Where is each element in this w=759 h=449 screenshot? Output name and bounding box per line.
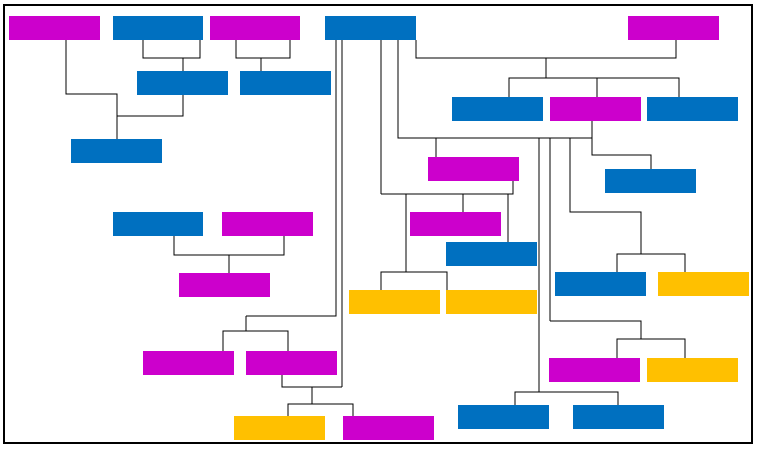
node-blue (647, 97, 738, 121)
connector-line (397, 40, 592, 139)
node-magenta (628, 16, 719, 40)
node-magenta (9, 16, 100, 40)
node-blue (555, 272, 646, 296)
node-blue (452, 97, 543, 121)
connector-line (246, 40, 337, 317)
node-blue (573, 405, 664, 429)
node-blue (137, 71, 228, 95)
connector-line (380, 271, 448, 290)
node-blue (113, 16, 203, 40)
node-gold (234, 416, 325, 440)
connector-line (287, 387, 313, 416)
node-magenta (246, 351, 337, 375)
node-blue (240, 71, 331, 95)
connector-line (415, 40, 677, 59)
node-magenta (179, 273, 270, 297)
node-gold (349, 290, 440, 314)
connector-line (616, 253, 686, 272)
connector-line (514, 391, 619, 405)
node-gold (658, 272, 749, 296)
node-magenta (210, 16, 300, 40)
node-magenta (410, 212, 501, 236)
node-blue (71, 139, 162, 163)
connector-line (142, 40, 201, 59)
connector-line (235, 40, 291, 59)
connector-line (173, 236, 285, 256)
node-blue (605, 169, 696, 193)
node-magenta (549, 358, 640, 382)
node-gold (647, 358, 738, 382)
connector-line (312, 403, 354, 416)
node-blue (458, 405, 549, 429)
node-blue (113, 212, 203, 236)
connector-line (222, 330, 289, 351)
node-magenta (222, 212, 313, 236)
node-magenta (343, 416, 434, 440)
node-gold (446, 290, 537, 314)
node-magenta (550, 97, 641, 121)
connector-line (616, 338, 686, 358)
node-magenta (143, 351, 234, 375)
connector-line (508, 77, 680, 97)
connector-line (550, 320, 642, 339)
node-blue (446, 242, 537, 266)
connector-line (569, 138, 642, 254)
connector-line (65, 40, 118, 139)
connector-line (281, 375, 342, 388)
node-blue (325, 16, 416, 40)
node-magenta (428, 157, 519, 181)
connector-line (381, 181, 514, 195)
connector-line (591, 138, 652, 169)
